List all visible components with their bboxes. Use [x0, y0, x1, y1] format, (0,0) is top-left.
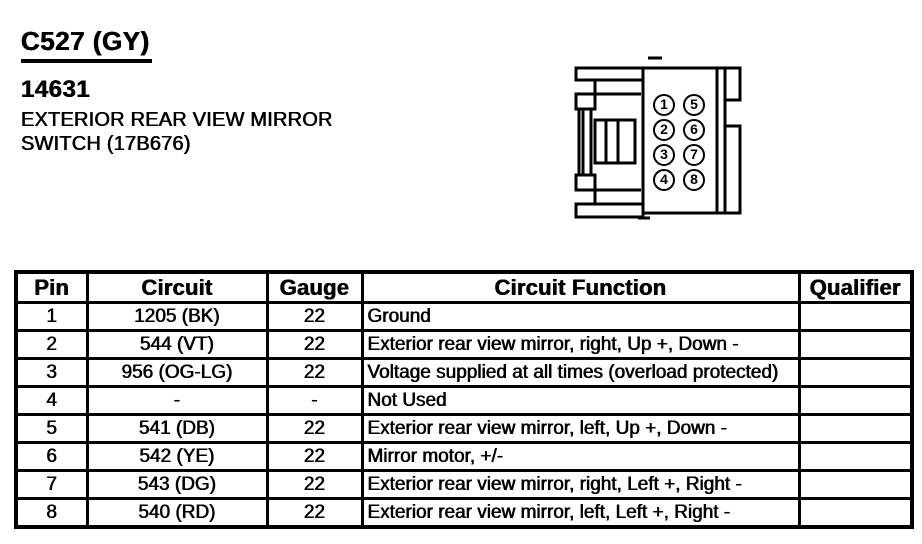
pin-cell: 3: [14, 357, 89, 388]
function-cell: Mirror motor, +/-: [360, 441, 801, 472]
column-header-circuit: Circuit: [85, 270, 269, 304]
component-line-1: EXTERIOR REAR VIEW MIRROR: [21, 109, 333, 131]
circuit-cell: 540 (RD): [85, 497, 269, 529]
circuit-cell: 1205 (BK): [85, 301, 269, 332]
pin-cell: 4: [14, 385, 89, 416]
qualifier-cell: [797, 357, 914, 388]
connector-pin-7: 7: [683, 144, 705, 166]
table-row: 4--Not Used: [14, 385, 914, 416]
pin-cell: 2: [14, 329, 89, 360]
connector-pin-6: 6: [683, 119, 705, 141]
column-header-pin: Pin: [14, 270, 89, 304]
connector-pin-1: 1: [653, 94, 675, 116]
component-description: EXTERIOR REAR VIEW MIRROR SWITCH (17B676…: [21, 108, 333, 156]
gauge-cell: 22: [265, 301, 364, 332]
gauge-cell: 22: [265, 497, 364, 529]
pin-cell: 6: [14, 441, 89, 472]
gauge-cell: 22: [265, 329, 364, 360]
function-cell: Exterior rear view mirror, left, Left +,…: [360, 497, 801, 529]
function-cell: Voltage supplied at all times (overload …: [360, 357, 801, 388]
pin-cell: 5: [14, 413, 89, 444]
pin-cell: 8: [14, 497, 89, 529]
function-cell: Ground: [360, 301, 801, 332]
part-number: 14631: [21, 76, 91, 103]
gauge-cell: 22: [265, 357, 364, 388]
gauge-cell: 22: [265, 441, 364, 472]
circuit-cell: 542 (YE): [85, 441, 269, 472]
qualifier-cell: [797, 413, 914, 444]
connector-pin-2: 2: [653, 119, 675, 141]
qualifier-cell: [797, 301, 914, 332]
component-line-2: SWITCH (17B676): [21, 133, 191, 155]
pin-cell: 7: [14, 469, 89, 500]
qualifier-cell: [797, 441, 914, 472]
gauge-cell: 22: [265, 413, 364, 444]
circuit-cell: 543 (DG): [85, 469, 269, 500]
function-cell: Not Used: [360, 385, 801, 416]
circuit-cell: 541 (DB): [85, 413, 269, 444]
connector-pin-8: 8: [683, 169, 705, 191]
connector-pin-3: 3: [653, 144, 675, 166]
qualifier-cell: [797, 469, 914, 500]
connector-pin-5: 5: [683, 94, 705, 116]
function-cell: Exterior rear view mirror, right, Left +…: [360, 469, 801, 500]
circuit-cell: 544 (VT): [85, 329, 269, 360]
function-cell: Exterior rear view mirror, right, Up +, …: [360, 329, 801, 360]
circuit-cell: -: [85, 385, 269, 416]
connector-housing-drawing: [574, 56, 742, 220]
qualifier-cell: [797, 329, 914, 360]
gauge-cell: 22: [265, 469, 364, 500]
connector-pin-4: 4: [653, 169, 675, 191]
pin-cell: 1: [14, 301, 89, 332]
qualifier-cell: [797, 385, 914, 416]
column-header-gauge: Gauge: [265, 270, 364, 304]
connector-id-title: C527 (GY): [21, 26, 152, 63]
qualifier-cell: [797, 497, 914, 529]
gauge-cell: -: [265, 385, 364, 416]
circuit-cell: 956 (OG-LG): [85, 357, 269, 388]
column-header-circuit-function: Circuit Function: [360, 270, 801, 304]
function-cell: Exterior rear view mirror, left, Up +, D…: [360, 413, 801, 444]
column-header-qualifier: Qualifier: [797, 270, 914, 304]
